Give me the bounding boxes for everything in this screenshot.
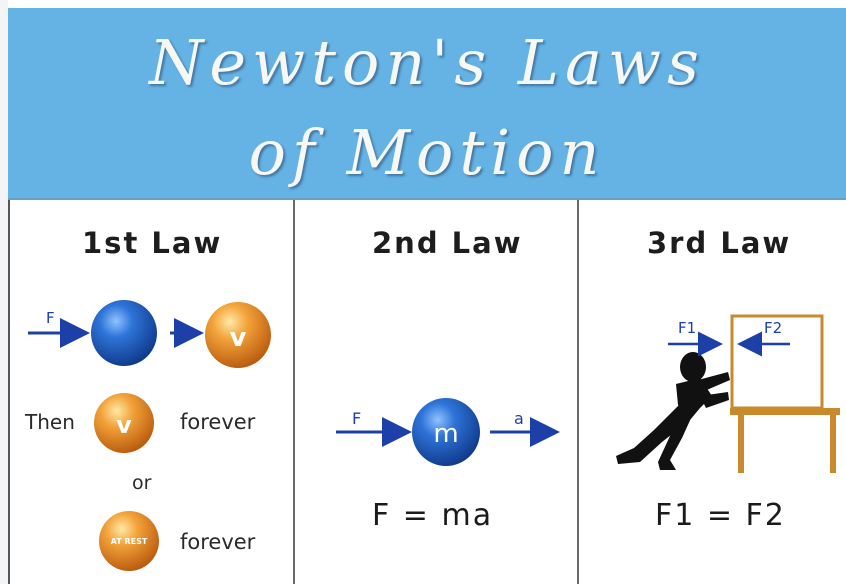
first-law-or-text: or xyxy=(132,472,152,494)
first-law-heading: 1st Law xyxy=(82,226,223,260)
third-law-pushing-person-icon xyxy=(616,352,730,470)
second-law-heading: 2nd Law xyxy=(372,226,523,260)
third-law-heading: 3rd Law xyxy=(647,226,792,260)
second-law-acceleration-label: a xyxy=(514,409,524,428)
second-law-force-label: F xyxy=(352,409,361,428)
title-line-1: Newton's Laws xyxy=(149,26,705,99)
first-law-force-label: F xyxy=(46,309,55,327)
first-law-then-text: Then xyxy=(25,410,75,434)
first-law-constant-velocity-label: v xyxy=(116,411,132,439)
second-law-equation: F = ma xyxy=(372,498,494,533)
title-line-2: of Motion xyxy=(248,116,606,189)
first-law-rest-ball-label: AT REST xyxy=(111,537,148,546)
third-law-box xyxy=(730,314,824,410)
third-law-force2-label: F2 xyxy=(764,319,782,337)
first-law-rest-ball xyxy=(99,511,159,571)
title-banner: Newton's Laws of Motion xyxy=(8,8,846,200)
first-law-moving-ball xyxy=(205,302,271,368)
first-law-forever-text-2: forever xyxy=(180,530,256,554)
first-law-constant-velocity-ball xyxy=(94,393,154,453)
second-law-mass-label: m xyxy=(433,419,458,449)
first-law-moving-ball-label: v xyxy=(230,323,247,353)
third-law-force1-label: F1 xyxy=(678,319,696,337)
third-law-table xyxy=(730,408,840,473)
panel-divider-2 xyxy=(577,200,579,584)
third-law-equation: F1 = F2 xyxy=(655,498,786,533)
left-edge-strip xyxy=(0,0,8,584)
second-law-mass-ball xyxy=(412,398,480,466)
panel-divider-1 xyxy=(293,200,295,584)
first-law-forever-text-1: forever xyxy=(180,410,256,434)
first-law-blue-ball xyxy=(91,300,157,366)
